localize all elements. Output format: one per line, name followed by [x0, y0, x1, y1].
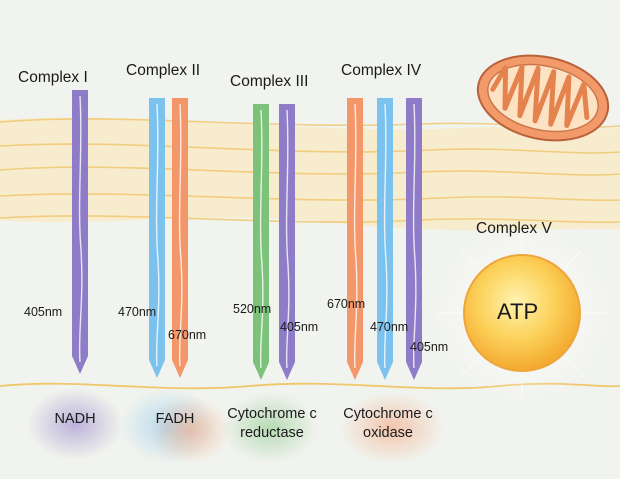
beam-arrow-orange	[347, 98, 363, 380]
substrate-label: NADH	[35, 410, 115, 429]
beam-arrow-blue	[377, 98, 393, 380]
substrate-label-line: oxidase	[363, 425, 413, 441]
beam-arrow-violet	[406, 98, 422, 380]
substrate-label-line: FADH	[155, 411, 195, 427]
substrate-glow	[340, 392, 444, 464]
complex-label: Complex II	[126, 62, 201, 79]
beam-arrow-violet	[279, 104, 295, 380]
substrate-glow	[150, 396, 230, 464]
substrate-label: Cytochrome c reductase	[222, 405, 322, 443]
substrate-label: Cytochrome c oxidase	[338, 405, 438, 443]
wavelength-label: 405nm	[24, 305, 63, 319]
substrate-label-line: Cytochrome c	[227, 406, 317, 422]
atp-label: ATP	[497, 299, 539, 324]
complex-label: Complex I	[18, 69, 88, 86]
substrate-label: FADH	[135, 410, 215, 429]
mitochondrion-icon	[476, 54, 610, 142]
wavelength-label: 470nm	[118, 305, 157, 319]
sun-icon	[432, 223, 612, 403]
complex-label: Complex III	[230, 73, 309, 90]
wavelength-label: 670nm	[168, 328, 207, 342]
complex-label: Complex V	[476, 220, 552, 237]
beam-arrow-violet	[72, 90, 88, 374]
membrane-line	[0, 143, 620, 154]
beam-arrow-blue	[149, 98, 165, 378]
substrate-label-line: NADH	[54, 411, 96, 427]
substrate-label-line: Cytochrome c	[343, 406, 433, 422]
beam-arrow-orange	[172, 98, 188, 378]
wavelength-label: 405nm	[410, 340, 449, 354]
substrate-glow	[27, 388, 123, 460]
wavelength-label: 405nm	[280, 320, 319, 334]
wavelength-label: 470nm	[370, 320, 409, 334]
complex-label: Complex IV	[341, 62, 422, 79]
beam-arrow-green	[253, 104, 269, 380]
wavelength-label: 670nm	[327, 297, 366, 311]
wavelength-label: 520nm	[233, 302, 272, 316]
substrate-label-line: reductase	[240, 425, 304, 441]
substrate-glow	[222, 392, 318, 464]
